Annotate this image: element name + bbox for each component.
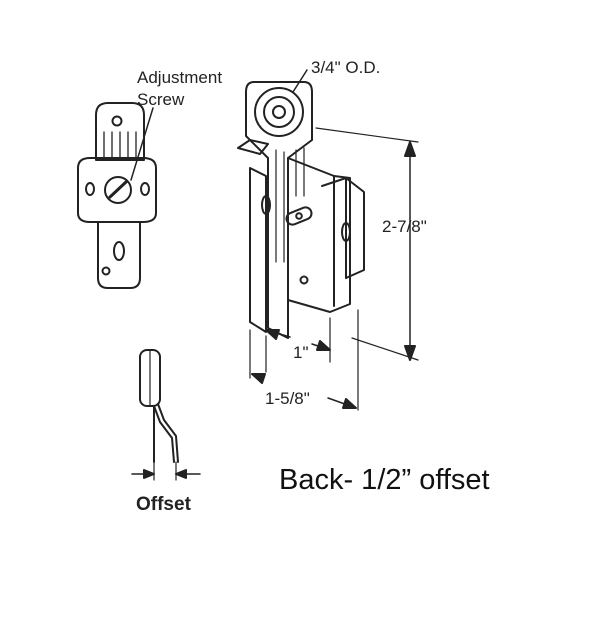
width-label: 1-5/8" [265,389,310,408]
roller-wheel [254,69,308,137]
height-dimension [315,127,419,361]
hole-spacing-label: 1" [293,343,309,362]
hole-spacing-dimension [265,317,331,373]
screw-label: Screw [137,90,185,109]
height-label: 2-7/8" [382,217,427,236]
offset-side-view [131,349,201,481]
width-dimension [249,309,359,411]
outer-diameter-label: 3/4" O.D. [311,58,381,77]
back-offset-caption: Back- 1/2” offset [279,464,490,496]
adjustment-label: Adjustment [137,68,223,87]
adjustment-screw-icon [104,176,132,204]
offset-label: Offset [136,494,191,515]
adjustment-detail-view [77,102,157,289]
roller-bracket [237,81,365,339]
